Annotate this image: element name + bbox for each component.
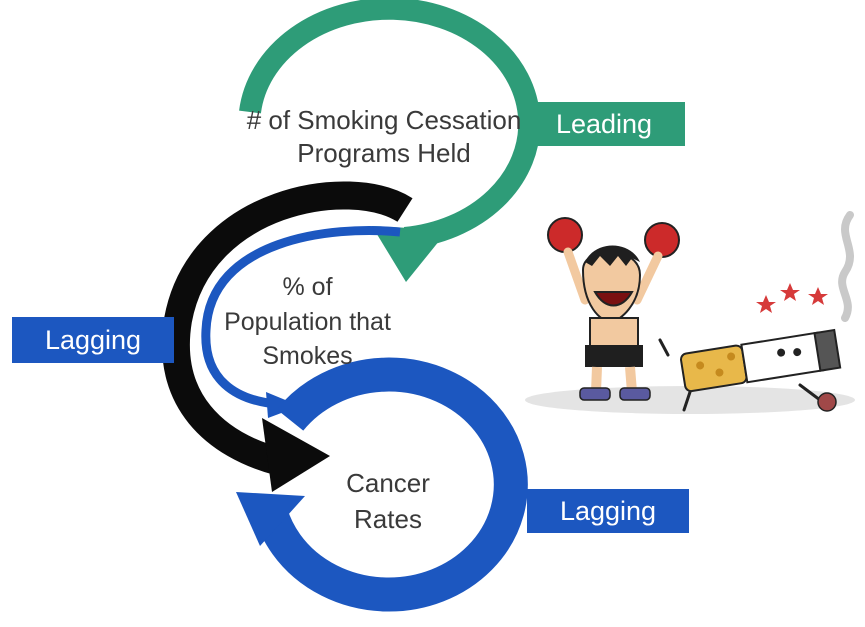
boxer-defeating-cigarette-illustration	[525, 211, 855, 414]
node-line: Smokes	[262, 342, 353, 370]
node-smoking-cessation-programs: # of Smoking Cessation Programs Held	[225, 104, 543, 171]
node-line: # of Smoking Cessation	[246, 105, 522, 135]
node-population-that-smokes: % of Population that Smokes	[200, 270, 415, 374]
lagging-tag-population: Lagging	[12, 317, 174, 363]
node-cancer-rates: Cancer Rates	[318, 466, 458, 538]
node-line: Cancer	[346, 468, 430, 498]
leading-tag: Leading	[523, 102, 685, 146]
node-line: Programs Held	[297, 138, 471, 169]
node-line: % of	[282, 273, 333, 301]
leading-cycle-arrow	[239, 0, 541, 282]
node-line: Rates	[354, 503, 422, 534]
lagging-tag-cancer: Lagging	[527, 489, 689, 533]
node-line: Population that	[224, 307, 391, 336]
cancer-cycle-arrow	[236, 357, 528, 612]
dark-flow-arrow	[162, 181, 413, 492]
